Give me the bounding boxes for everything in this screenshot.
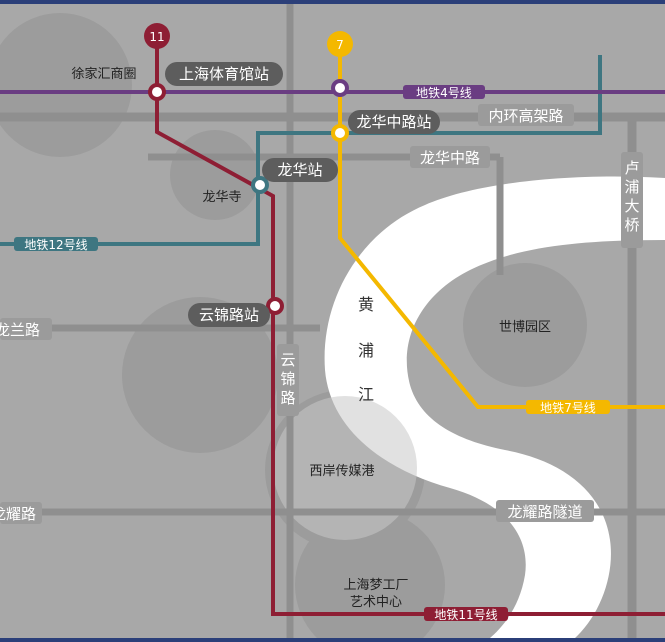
road-label-yunjin-1: 云 (280, 351, 295, 369)
road-label-longyao: 龙耀路 (0, 505, 36, 523)
road-label-yunjin-2: 锦 (280, 370, 295, 388)
place-dream-factory-line2: 艺术中心 (350, 595, 402, 610)
line-4-label: 地铁4号线 (416, 86, 472, 100)
place-expo-park: 世博园区 (499, 320, 551, 335)
river-name: 黄 浦 江 (358, 295, 374, 404)
road-label-lupu-2: 浦 (624, 178, 639, 196)
line-11-badge-number: 11 (149, 30, 164, 44)
line-12-label: 地铁12号线 (24, 238, 87, 252)
river-name-2: 浦 (358, 341, 374, 360)
road-label-longhua-middle: 龙华中路 (420, 149, 480, 167)
station-label-longhua-middle: 龙华中路站 (356, 113, 431, 131)
station-longhua-middle-marker (331, 124, 349, 142)
river-name-1: 黄 (358, 295, 374, 314)
station-label-longhua: 龙华站 (277, 161, 322, 179)
road-labels: 内环高架路 龙华中路 龙兰路 龙耀路 龙耀路隧道 云 锦 路 卢 浦 大 桥 (0, 104, 643, 524)
road-label-inner-ring: 内环高架路 (488, 107, 563, 125)
place-west-bund-media: 西岸传媒港 (309, 464, 374, 479)
river-name-3: 江 (358, 385, 374, 404)
line-11-label: 地铁11号线 (434, 608, 497, 622)
station-label-yunjin: 云锦路站 (199, 306, 259, 324)
metro-map: 内环高架路 龙华中路 龙兰路 龙耀路 龙耀路隧道 云 锦 路 卢 浦 大 桥 1… (0, 4, 665, 642)
line-7-badge (327, 31, 353, 57)
station-yunjin-marker (266, 297, 284, 315)
west-bund-highlight (273, 396, 417, 540)
road-label-lupu-1: 卢 (624, 159, 639, 177)
place-labels: 徐家汇商圈 龙华寺 世博园区 西岸传媒港 上海梦工厂 艺术中心 (71, 66, 551, 610)
place-longhua-temple: 龙华寺 (202, 190, 241, 205)
station-labels: 上海体育馆站 龙华中路站 龙华站 云锦路站 (165, 62, 440, 327)
station-label-shanghai-stadium: 上海体育馆站 (179, 65, 269, 83)
road-label-longyao-tunnel: 龙耀路隧道 (507, 503, 582, 521)
line-name-labels: 地铁4号线 地铁12号线 地铁7号线 地铁11号线 (14, 85, 610, 622)
road-label-lupu-3: 大 (624, 197, 639, 215)
line-7-badge-number: 7 (336, 38, 344, 52)
place-xujiahui: 徐家汇商圈 (71, 66, 136, 82)
stations (148, 79, 349, 315)
line-12 (0, 55, 602, 246)
line-7-label: 地铁7号线 (540, 401, 596, 415)
line-11-badge (144, 23, 170, 49)
road-label-longlan: 龙兰路 (0, 321, 40, 339)
place-dream-factory-line1: 上海梦工厂 (343, 578, 408, 593)
station-line4-transfer-marker (331, 79, 349, 97)
station-longhua-marker (251, 176, 269, 194)
huangpu-river (324, 176, 665, 638)
station-shanghai-stadium-marker (148, 83, 166, 101)
line-11 (155, 44, 665, 616)
road-label-yunjin-3: 路 (280, 389, 295, 407)
road-label-lupu-4: 桥 (624, 216, 639, 234)
